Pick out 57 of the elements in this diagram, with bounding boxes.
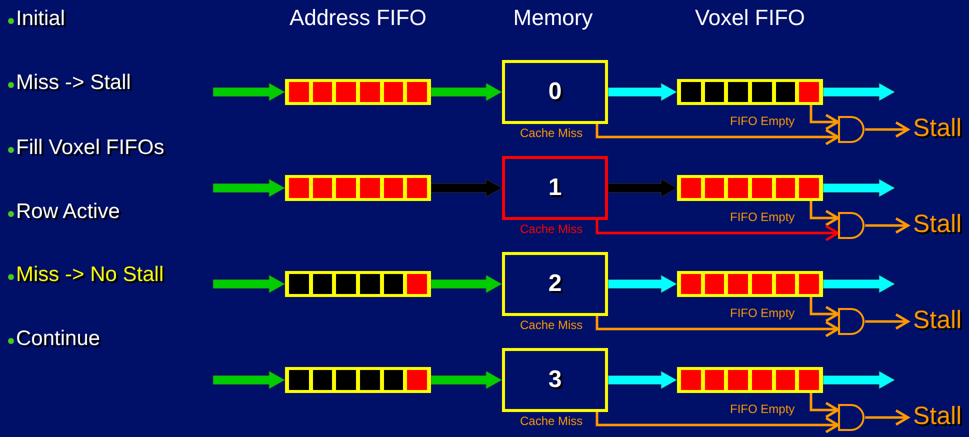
- list-item: Continue: [16, 327, 100, 351]
- column-heading: Memory: [512, 5, 594, 31]
- signal-arrow: [596, 316, 840, 338]
- status-label: FIFO Empty: [730, 114, 795, 128]
- status-label: Cache Miss: [520, 126, 583, 140]
- signal-arrow: [865, 121, 910, 138]
- signal-arrow: [810, 297, 840, 322]
- status-label: Cache Miss: [520, 222, 583, 236]
- list-item: Row Active: [16, 200, 120, 224]
- output-label: Stall: [913, 402, 962, 431]
- block-arrow: [430, 370, 502, 390]
- status-label: FIFO Empty: [730, 402, 795, 416]
- block-number: 1: [548, 174, 562, 202]
- block-number: 3: [548, 366, 562, 394]
- signal-arrow: [810, 105, 840, 130]
- block-arrow: [608, 370, 678, 390]
- column-heading: Voxel FIFO: [694, 5, 806, 31]
- list-item: Miss -> Stall: [16, 71, 131, 95]
- block-arrow: [822, 82, 896, 102]
- block-arrow: [608, 82, 678, 102]
- block-arrow: [212, 178, 286, 198]
- and-gate-symbol: [838, 116, 865, 143]
- block-arrow: [822, 178, 896, 198]
- block-arrow: [822, 370, 896, 390]
- block-arrow: [430, 274, 502, 294]
- signal-arrow: [596, 412, 840, 434]
- status-label: FIFO Empty: [730, 306, 795, 320]
- signal-arrow: [810, 201, 840, 226]
- output-label: Stall: [913, 114, 962, 143]
- and-gate-symbol: [838, 308, 865, 335]
- block-number: 0: [548, 78, 562, 106]
- signal-arrow: [865, 313, 910, 330]
- block-arrow: [212, 274, 286, 294]
- block-arrow: [822, 274, 896, 294]
- block-arrow: [430, 178, 502, 198]
- block-arrow: [608, 274, 678, 294]
- block-arrow: [212, 82, 286, 102]
- signal-arrow: [596, 124, 840, 146]
- output-label: Stall: [913, 306, 962, 335]
- column-heading: Address FIFO: [288, 5, 428, 31]
- signal-arrow: [865, 217, 910, 234]
- and-gate-symbol: [838, 404, 865, 431]
- list-item: Miss -> No Stall: [16, 263, 164, 287]
- list-item: Initial: [16, 7, 66, 31]
- status-label: Cache Miss: [520, 414, 583, 428]
- block-arrow: [212, 370, 286, 390]
- signal-arrow: [810, 393, 840, 418]
- status-label: Cache Miss: [520, 318, 583, 332]
- list-item: Fill Voxel FIFOs: [16, 136, 164, 160]
- status-label: FIFO Empty: [730, 210, 795, 224]
- and-gate-symbol: [838, 212, 865, 239]
- output-label: Stall: [913, 210, 962, 239]
- signal-arrow: [865, 409, 910, 426]
- block-number: 2: [548, 270, 562, 298]
- signal-arrow: [596, 220, 840, 242]
- block-arrow: [430, 82, 502, 102]
- block-arrow: [608, 178, 678, 198]
